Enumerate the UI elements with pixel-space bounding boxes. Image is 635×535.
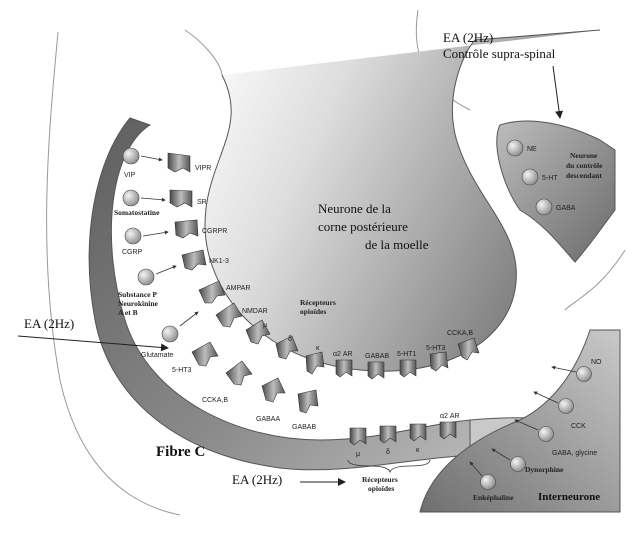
label-cgrpr: CGRPR xyxy=(202,228,227,235)
label-nmdar: NMDAR xyxy=(242,308,268,315)
label-dynorphine: Dynorphine xyxy=(525,465,564,474)
label-delta-bottom: δ xyxy=(386,449,390,456)
label-glutamate: Glutamate xyxy=(141,352,173,359)
label-mu-top: μ xyxy=(263,322,267,329)
receptor-cgrpr xyxy=(175,220,198,238)
neurone-title-line1: Neurone de la xyxy=(318,201,391,216)
label-interneurone: Interneurone xyxy=(538,491,600,503)
release-arrow xyxy=(180,312,198,326)
vesicle-gaba-glycine xyxy=(539,427,554,442)
receptor-vipr xyxy=(168,153,190,172)
label-gaba: GABA xyxy=(556,205,576,212)
label-substance-p: Substance P Neurokinine A et B xyxy=(118,290,160,317)
label-mu-bottom: μ xyxy=(356,451,360,458)
vesicle-enkephaline xyxy=(481,475,496,490)
vesicle-gaba xyxy=(536,199,552,215)
vesicle-glutamate xyxy=(162,326,178,342)
release-arrow xyxy=(143,232,168,236)
vesicle-vip xyxy=(123,148,139,164)
label-gabab: GABAB xyxy=(292,424,316,431)
vesicle-5ht xyxy=(522,169,538,185)
vesicle-cck xyxy=(559,399,574,414)
label-gabaa: GABAA xyxy=(256,416,280,423)
label-no: NO xyxy=(591,359,602,366)
label-neurone-controle: Neurone du contrôle descendant xyxy=(566,151,604,180)
label-recepteurs-opioides-top-part: Récepteurs xyxy=(300,298,336,307)
receptor-5ht1 xyxy=(400,360,416,377)
label-nk13: NK1-3 xyxy=(209,258,229,265)
label-ampar: AMPAR xyxy=(226,285,250,292)
label-gaba-glycine: GABA, glycine xyxy=(552,450,597,457)
neurone-title-line3: de la moelle xyxy=(365,237,429,252)
label-ea-bottom: EA (2Hz) xyxy=(232,472,282,487)
vesicle-somatostatine xyxy=(123,190,139,206)
label-kappa-bottom: κ xyxy=(416,447,420,454)
vesicle-no xyxy=(577,367,592,382)
vesicle-substance-p xyxy=(138,269,154,285)
label-a2ar-neuron: α2 AR xyxy=(333,351,353,358)
arrow-ea-top xyxy=(553,66,560,118)
receptor-nk13 xyxy=(182,250,206,270)
label-vipr: VIPR xyxy=(195,165,211,172)
label-ea-top: EA (2Hz) xyxy=(443,30,493,45)
vesicle-dynorphine xyxy=(511,457,526,472)
receptor-sr xyxy=(170,190,192,207)
label-ne: NE xyxy=(527,146,537,153)
vesicle-cgrp xyxy=(125,228,141,244)
receptor-gabab-neuron xyxy=(368,362,384,379)
release-arrow xyxy=(141,156,162,160)
label-supra-spinal: Contrôle supra-spinal xyxy=(443,46,556,61)
label-5ht1: 5-HT1 xyxy=(397,351,417,358)
label-recepteurs-opioides-bottom-part: opioïdes xyxy=(368,484,394,493)
vesicle-ne xyxy=(507,140,523,156)
label-5ht: 5-HT xyxy=(542,175,558,182)
label-ea-left: EA (2Hz) xyxy=(24,316,74,331)
neurone-title-line2: corne postérieure xyxy=(318,219,408,234)
label-substance-p-part: Substance P xyxy=(118,290,157,299)
label-cgrp: CGRP xyxy=(122,249,143,256)
label-5ht3-fibre: 5-HT3 xyxy=(172,367,192,374)
label-neurone-controle-part: Neurone xyxy=(570,151,598,160)
label-neurone-controle-part: du contrôle xyxy=(566,161,603,170)
label-cckab-neuron: CCKA,B xyxy=(447,330,473,337)
label-kappa-top: κ xyxy=(316,345,320,352)
label-enkephaline: Enképhaline xyxy=(473,493,514,502)
arrow-ea-left xyxy=(18,336,168,348)
label-vip: VIP xyxy=(124,172,136,179)
label-substance-p-part: A et B xyxy=(118,308,138,317)
label-delta-top: δ xyxy=(288,336,292,343)
receptor-a2ar xyxy=(336,360,352,377)
label-recepteurs-opioides-bottom-part: Récepteurs xyxy=(362,475,398,484)
label-gabab-neuron: GABAB xyxy=(365,353,389,360)
label-sr: SR xyxy=(197,199,207,206)
receptor-opioid xyxy=(306,352,324,374)
receptor-ccka-fibre xyxy=(226,361,252,385)
label-cck: CCK xyxy=(571,423,586,430)
label-fibre-c: Fibre C xyxy=(156,444,205,460)
receptor-gabaa xyxy=(262,378,285,402)
label-recepteurs-opioides-bottom: Récepteurs opioïdes xyxy=(362,475,400,493)
label-substance-p-part: Neurokinine xyxy=(118,299,159,308)
receptor-5ht3-neuron xyxy=(430,352,448,371)
release-arrow xyxy=(156,266,176,274)
label-ccka-fibre: CCKA,B xyxy=(202,397,228,404)
label-somatostatine: Somatostatine xyxy=(114,208,160,217)
label-recepteurs-opioides-top-part: opioïdes xyxy=(300,307,326,316)
label-a2ar-bottom: α2 AR xyxy=(440,413,460,420)
receptor-5ht3-fibre xyxy=(192,342,218,366)
label-neurone-controle-part: descendant xyxy=(566,171,602,180)
label-5ht3-neuron: 5-HT3 xyxy=(426,345,446,352)
tissue-outline-top xyxy=(185,30,222,75)
receptor-gabab xyxy=(298,390,318,413)
release-arrow xyxy=(141,198,165,200)
